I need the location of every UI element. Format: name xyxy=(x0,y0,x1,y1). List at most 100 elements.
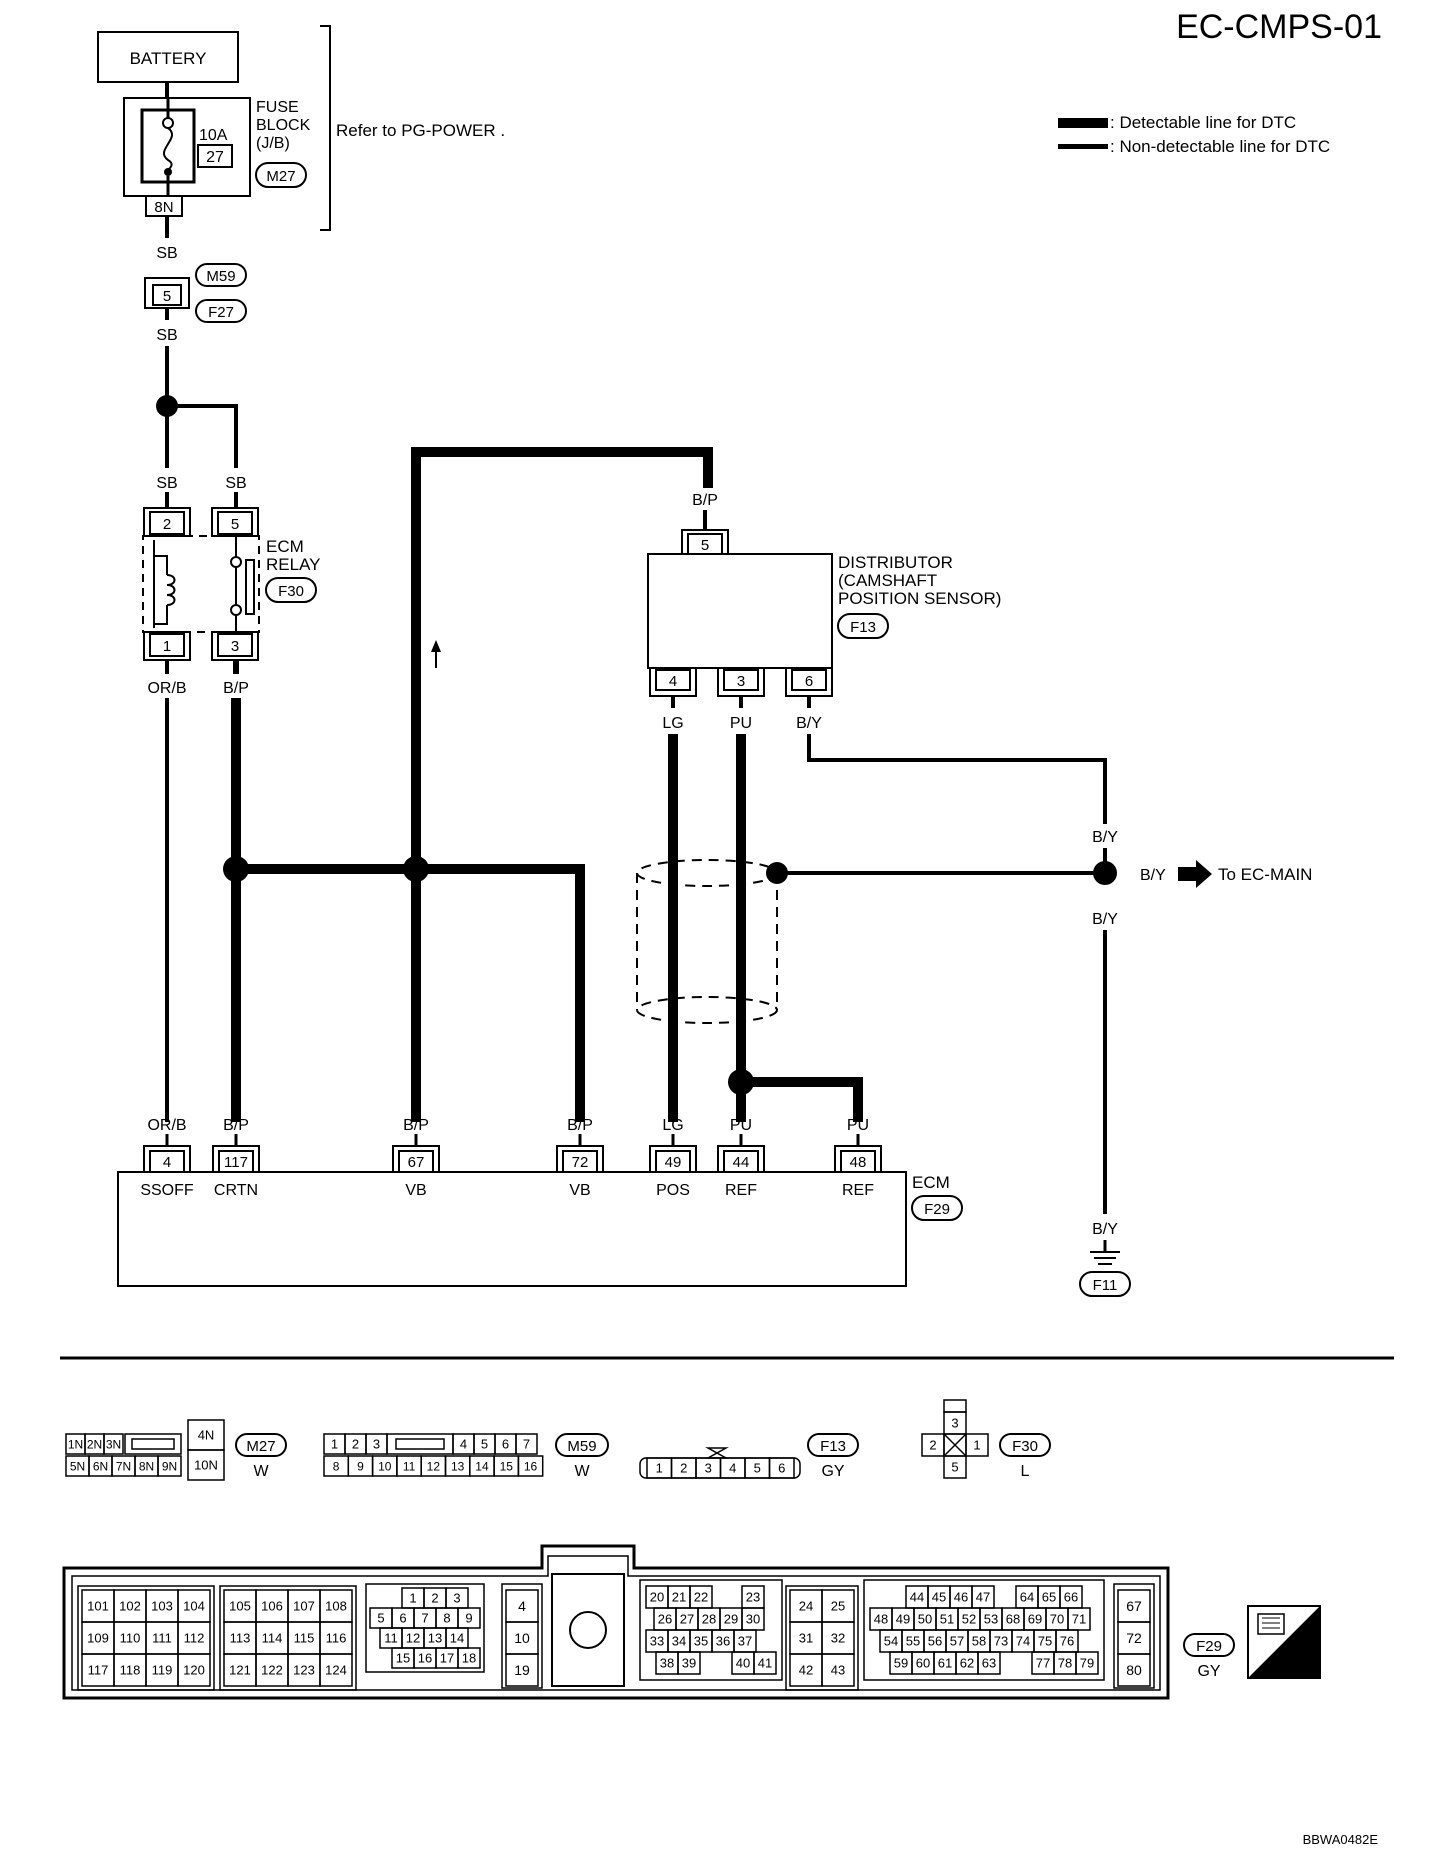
m27-pin-8N: 8N xyxy=(139,1459,154,1473)
legend-non-detectable: : Non-detectable line for DTC xyxy=(1110,137,1330,156)
m59-pin-8: 8 xyxy=(333,1459,340,1473)
f29-pin-109: 109 xyxy=(87,1631,109,1646)
f13-key xyxy=(705,1447,729,1459)
f30-pin-5: 5 xyxy=(951,1460,958,1475)
f29-pin-113: 113 xyxy=(230,1631,251,1646)
m59-pin-9: 9 xyxy=(357,1459,364,1473)
m27-pin-7N: 7N xyxy=(116,1459,131,1473)
ecm-label: ECM xyxy=(912,1173,950,1192)
f30-top-tab xyxy=(943,1399,967,1413)
ecm-term-name-48: REF xyxy=(842,1182,874,1199)
ecm-wire-49: LG xyxy=(662,1117,683,1134)
f29-pin-115: 115 xyxy=(294,1631,315,1646)
m59-pin-13: 13 xyxy=(451,1459,465,1473)
f29-pin-54: 54 xyxy=(884,1634,898,1649)
f30-pin-1-box xyxy=(965,1433,989,1457)
ecm-connector: F29 xyxy=(924,1201,950,1218)
f13-color: GY xyxy=(821,1463,844,1480)
f29-pin-67: 67 xyxy=(1126,1598,1142,1614)
distributor-label-3: POSITION SENSOR) xyxy=(838,589,1001,608)
ecm-pin-67: 67 xyxy=(408,1154,425,1171)
m27-label-oval xyxy=(235,1433,287,1457)
f13-pin-2: 2 xyxy=(680,1461,687,1476)
f13-label: F13 xyxy=(820,1438,846,1455)
m59-pin-14: 14 xyxy=(475,1459,489,1473)
f29-pin-111: 111 xyxy=(152,1631,172,1646)
f29-pin-118: 118 xyxy=(120,1663,141,1678)
f29-pin-12: 12 xyxy=(406,1631,420,1646)
f29-pin-27: 27 xyxy=(680,1612,694,1627)
junction-conn-m59: M59 xyxy=(206,268,235,285)
f29-pin-114: 114 xyxy=(262,1631,283,1646)
relay-connector: F30 xyxy=(278,583,304,600)
f29-pin-112: 112 xyxy=(184,1631,205,1646)
ecm-relay: 2 5 1 3 xyxy=(142,507,260,661)
fuse-terminal: 8N xyxy=(154,199,173,216)
f29-pin-38: 38 xyxy=(660,1656,674,1671)
f29-pin-119: 119 xyxy=(152,1663,173,1678)
wire-label-sb-4: SB xyxy=(225,475,246,492)
distributor-connector: F13 xyxy=(850,619,876,636)
f29-pin-34: 34 xyxy=(672,1634,686,1649)
f29-pin-44: 44 xyxy=(910,1590,924,1605)
ecm-wire-48: PU xyxy=(847,1117,869,1134)
shield xyxy=(636,859,778,1024)
f29-g2-frame xyxy=(219,1585,357,1691)
m59-pin-15: 15 xyxy=(500,1459,514,1473)
m27-gap xyxy=(124,1433,182,1455)
hs-badge-fill xyxy=(1248,1606,1320,1678)
ecm-pin-48: 48 xyxy=(850,1154,867,1171)
ecm-pin-117: 117 xyxy=(224,1154,248,1171)
f29-pin-80: 80 xyxy=(1126,1662,1142,1678)
f29-pin-9: 9 xyxy=(465,1611,472,1626)
f29-pin-50: 50 xyxy=(918,1612,932,1627)
f29-pin-17: 17 xyxy=(440,1651,454,1666)
f29-pin-52: 52 xyxy=(962,1612,976,1627)
f29-pin-28: 28 xyxy=(702,1612,716,1627)
f29-pin-46: 46 xyxy=(954,1590,968,1605)
ground-connector: F11 xyxy=(1093,1277,1118,1294)
m27-pin-10N: 10N xyxy=(194,1458,218,1473)
dist-pin-5: 5 xyxy=(701,537,709,554)
m27-pin-3N: 3N xyxy=(106,1437,121,1451)
ecm-term-name-49: POS xyxy=(656,1182,690,1199)
m59-pin-6: 6 xyxy=(502,1437,509,1452)
fuse-number: 27 xyxy=(206,149,224,166)
f29-pin-110: 110 xyxy=(120,1631,141,1646)
legend-detectable: : Detectable line for DTC xyxy=(1110,113,1296,132)
m59-latch xyxy=(395,1438,445,1450)
f30-pin-5-box xyxy=(943,1455,967,1479)
m27-pin-9N-box xyxy=(157,1455,182,1477)
legend: : Detectable line for DTC : Non-detectab… xyxy=(1058,113,1330,156)
relay-pin-1: 1 xyxy=(163,638,171,655)
m59-label-oval xyxy=(555,1433,609,1457)
ecm-pin-box-117 xyxy=(218,1150,254,1173)
fuse-block-label-3: (J/B) xyxy=(256,135,290,152)
fuse-block-label-1: FUSE xyxy=(256,99,299,116)
f29-pin-73: 73 xyxy=(994,1634,1008,1649)
f29-pin-72: 72 xyxy=(1126,1630,1142,1646)
ecm-term-name-117: CRTN xyxy=(214,1182,258,1199)
junction-pin: 5 xyxy=(163,288,171,305)
m59-label: M59 xyxy=(567,1438,596,1455)
f29-pin-69: 69 xyxy=(1028,1612,1042,1627)
f29-pin-80-box xyxy=(1117,1653,1151,1687)
f29-boss-hole xyxy=(569,1611,607,1649)
m59-color: W xyxy=(574,1463,590,1480)
f29-pin-15: 15 xyxy=(396,1651,410,1666)
f29-boss xyxy=(551,1573,625,1687)
m59-gap xyxy=(386,1433,454,1455)
f29-pin-71: 71 xyxy=(1072,1612,1086,1627)
to-ec-main: To EC-MAIN xyxy=(1218,865,1312,884)
ecm-pin-44: 44 xyxy=(733,1154,750,1171)
ecm-terminals: OR/B4SSOFFB/P117CRTNB/P67VBB/P72VBLG49PO… xyxy=(140,1117,882,1199)
f13-pin-3: 3 xyxy=(705,1461,712,1476)
f29-g6-frame xyxy=(785,1585,859,1691)
f29-pin-78: 78 xyxy=(1058,1656,1072,1671)
f29-pin-14: 14 xyxy=(450,1631,464,1646)
f13-pin-5: 5 xyxy=(754,1461,761,1476)
f29-pin-120: 120 xyxy=(183,1663,205,1678)
f30-pin-2: 2 xyxy=(929,1438,936,1453)
